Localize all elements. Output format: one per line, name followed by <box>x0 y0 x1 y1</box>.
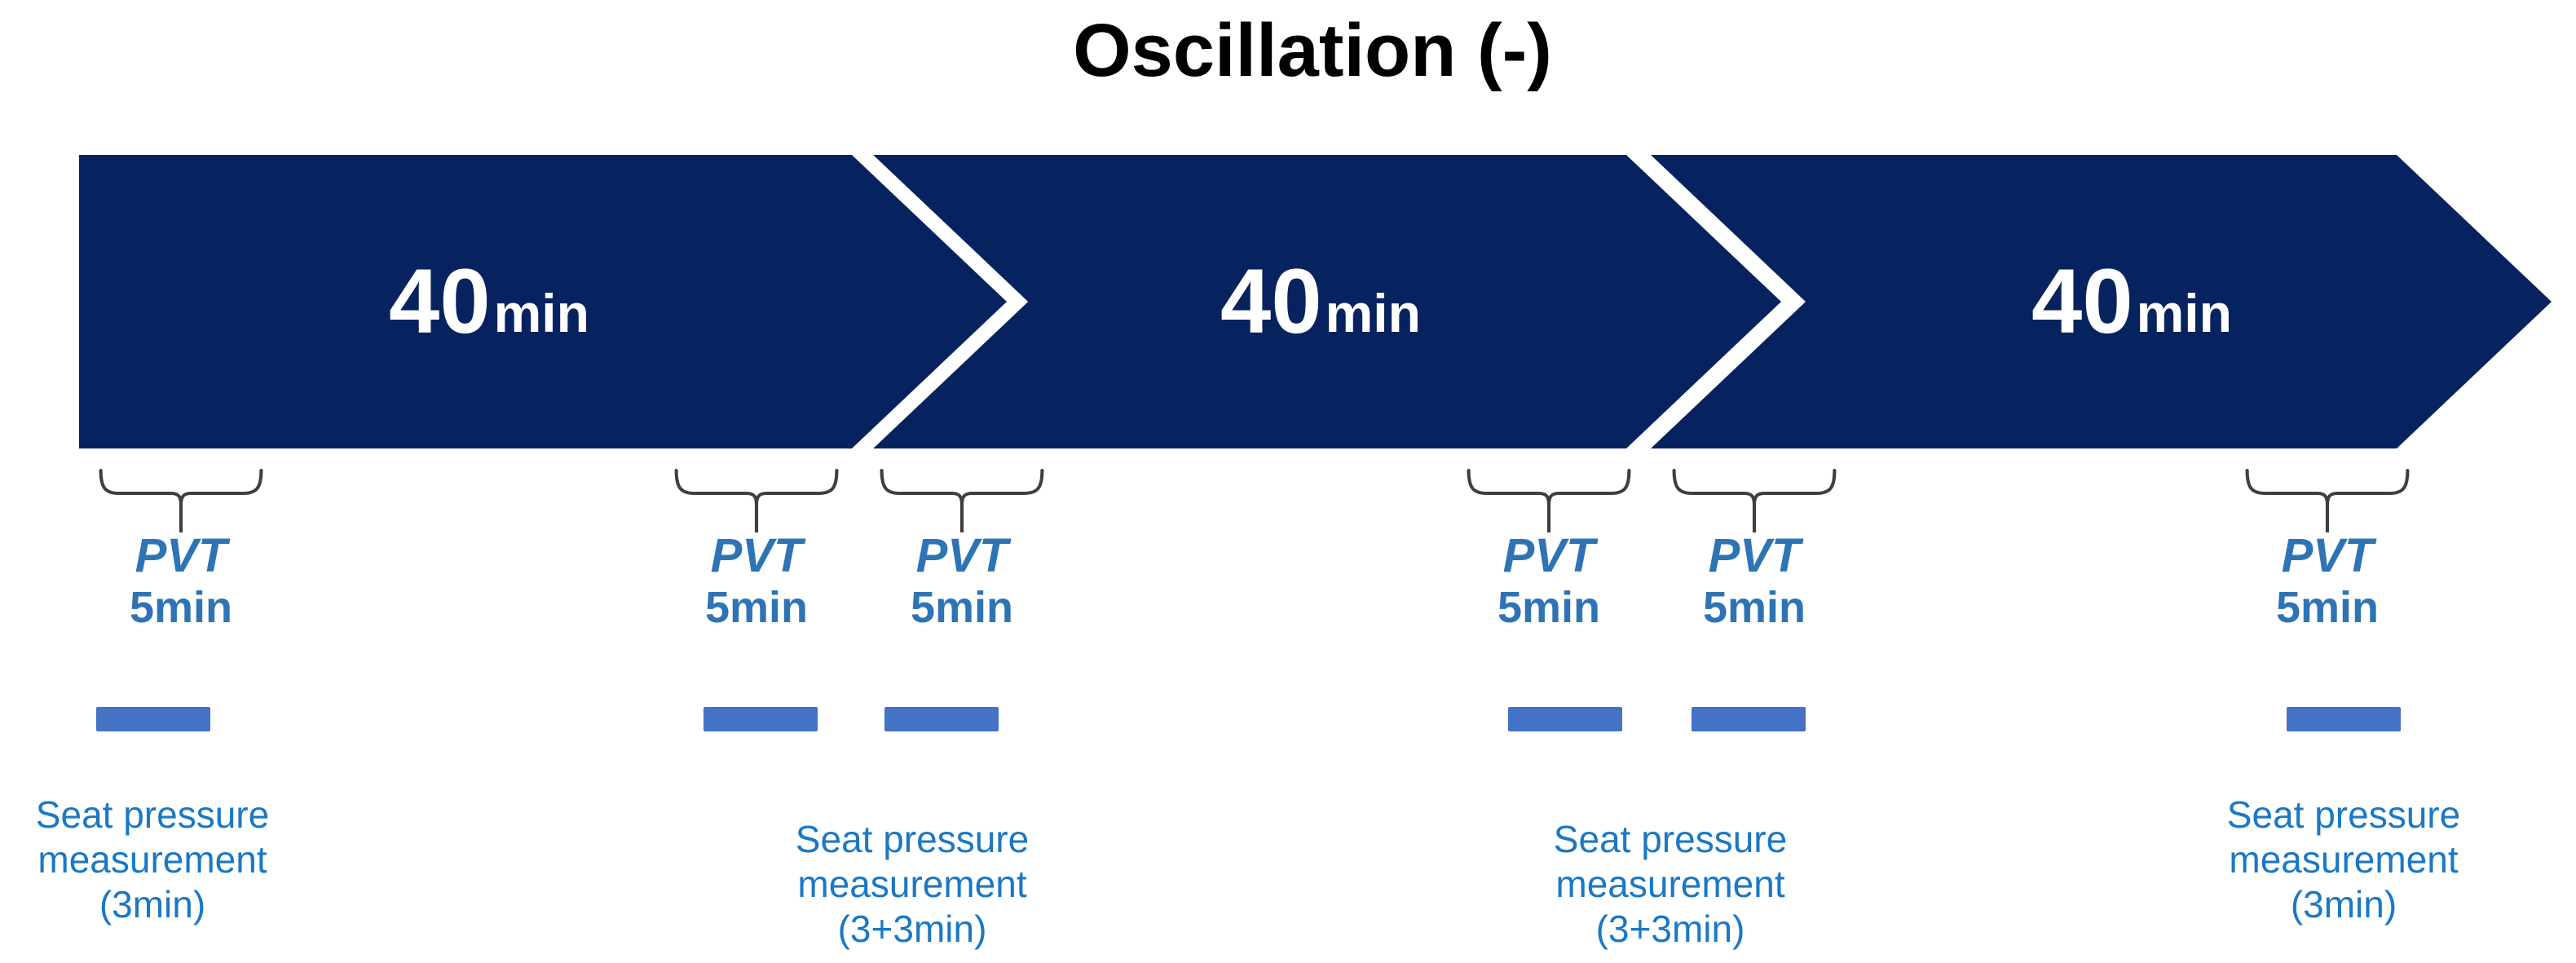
measurement-bar-6 <box>2287 707 2401 731</box>
segment-duration-unit: min <box>2136 283 2232 343</box>
seat-pressure-line: Seat pressure <box>1553 818 1788 860</box>
pvt-group-1: PVT 5min <box>98 469 265 632</box>
brace-icon <box>99 469 263 532</box>
arrow-segment-2 <box>872 155 1781 448</box>
seat-pressure-line: measurement <box>1555 863 1785 905</box>
pvt-label: PVT <box>135 529 227 582</box>
brace-icon <box>2245 469 2410 532</box>
segment-duration-value: 40 <box>389 250 491 352</box>
arrow-segment-1 <box>79 155 1007 448</box>
pvt-group-3: PVT 5min <box>879 469 1046 632</box>
seat-pressure-line: (3min) <box>2290 883 2397 925</box>
arrow-segment-3 <box>1651 155 2552 448</box>
seat-pressure-line: (3+3min) <box>1595 908 1745 950</box>
pvt-duration-label: 5min <box>1702 583 1806 632</box>
measurement-bar-1 <box>96 707 210 731</box>
brace-icon <box>880 469 1044 532</box>
page-title: Oscillation (-) <box>1073 9 1552 92</box>
segment-duration-unit: min <box>1325 283 1421 343</box>
pvt-group-6: PVT 5min <box>2244 469 2411 632</box>
pvt-duration-label: 5min <box>704 583 809 632</box>
pvt-label: PVT <box>710 529 803 582</box>
seat-pressure-label-1: Seat pressure measurement (3min) <box>36 793 269 927</box>
brace-icon <box>1467 469 1631 532</box>
pvt-duration-label: 5min <box>2275 583 2380 632</box>
seat-pressure-line: Seat pressure <box>795 818 1030 860</box>
seat-pressure-label-4: Seat pressure measurement (3min) <box>2227 793 2460 927</box>
pvt-duration-label: 5min <box>129 583 233 632</box>
segment-duration-value: 40 <box>2031 250 2133 352</box>
segment-duration-value: 40 <box>1220 250 1322 352</box>
seat-pressure-line: measurement <box>797 863 1027 905</box>
seat-pressure-line: Seat pressure <box>35 793 270 836</box>
timeline-arrows <box>64 140 2574 463</box>
seat-pressure-line: measurement <box>2229 838 2459 881</box>
pvt-label: PVT <box>1708 529 1801 582</box>
measurement-bar-4 <box>1508 707 1622 731</box>
measurement-bar-2 <box>704 707 818 731</box>
pvt-group-5: PVT 5min <box>1671 469 1838 632</box>
pvt-duration-label: 5min <box>1497 583 1601 632</box>
seat-pressure-line: (3min) <box>99 883 206 925</box>
seat-pressure-label-3: Seat pressure measurement (3+3min) <box>1554 817 1787 952</box>
seat-pressure-line: measurement <box>37 838 267 881</box>
pvt-group-2: PVT 5min <box>673 469 840 632</box>
brace-icon <box>674 469 839 532</box>
seat-pressure-line: (3+3min) <box>837 908 987 950</box>
measurement-bar-3 <box>884 707 999 731</box>
segment-duration-unit: min <box>493 283 589 343</box>
measurement-bar-5 <box>1692 707 1806 731</box>
brace-icon <box>1672 469 1837 532</box>
seat-pressure-line: Seat pressure <box>2226 793 2461 836</box>
pvt-duration-label: 5min <box>910 583 1014 632</box>
pvt-group-4: PVT 5min <box>1466 469 1633 632</box>
pvt-label: PVT <box>1502 529 1595 582</box>
pvt-label: PVT <box>915 529 1008 582</box>
seat-pressure-label-2: Seat pressure measurement (3+3min) <box>796 817 1029 952</box>
pvt-label: PVT <box>2281 529 2374 582</box>
